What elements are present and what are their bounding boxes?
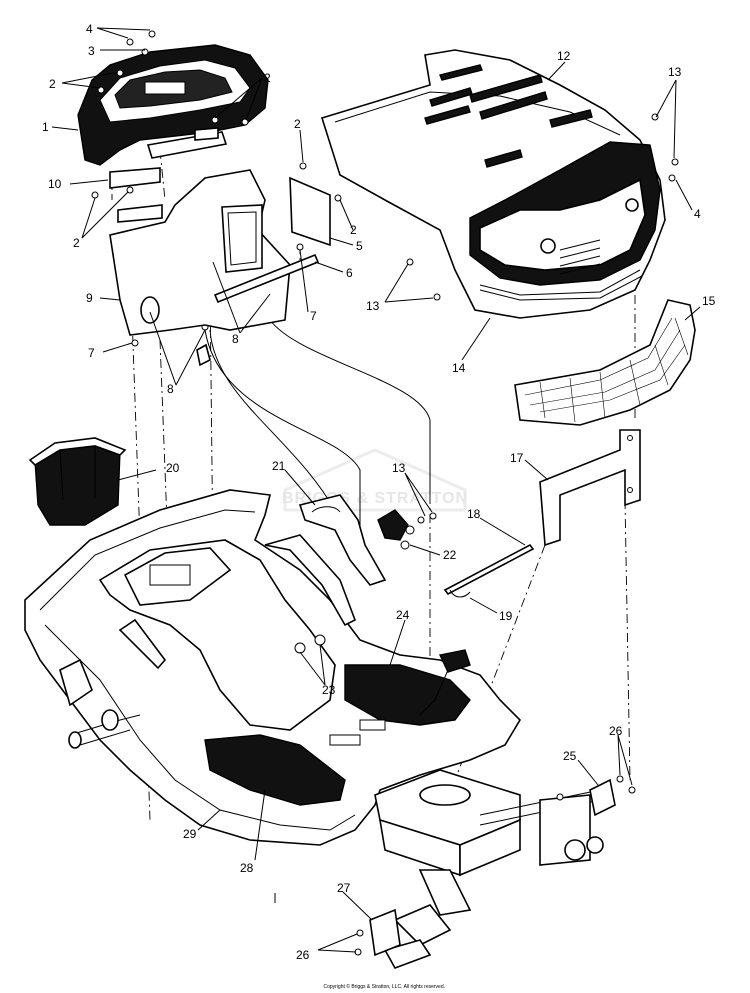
storage-tray: [28, 437, 127, 526]
screws-hood: [406, 113, 679, 301]
support-rod: [196, 253, 320, 367]
callout-8: 8: [232, 332, 239, 346]
callout-19: 19: [499, 609, 513, 623]
front-bracket: [539, 429, 641, 547]
callout-24: 24: [396, 608, 410, 622]
chassis: [68, 709, 604, 969]
callout-14: 14: [452, 361, 466, 375]
dash-panel-cover: [77, 44, 269, 166]
dash-plate: [289, 176, 331, 247]
callout-15: 15: [702, 294, 716, 308]
leader-lines: [51, 27, 701, 953]
copyright-notice: Copyright © Briggs & Stratton, LLC. All …: [323, 983, 445, 990]
callout-2: 2: [264, 71, 271, 85]
callout-9: 9: [86, 291, 93, 305]
callout-13: 13: [668, 65, 682, 79]
callout-1: 1: [42, 120, 49, 134]
hood: [320, 49, 666, 319]
callout-7: 7: [310, 309, 317, 323]
callout-3: 3: [88, 44, 95, 58]
watermark: BRIGGS & STRATTON: [282, 448, 467, 512]
callout-5: 5: [356, 239, 363, 253]
callout-13: 13: [366, 299, 380, 313]
lever-bracket: [377, 509, 437, 550]
callout-26: 26: [296, 948, 310, 962]
callout-6: 6: [346, 266, 353, 280]
callout-26: 26: [609, 724, 623, 738]
callout-29: 29: [183, 827, 197, 841]
rods: [443, 543, 535, 598]
dash-support-panel: [109, 169, 291, 336]
front-axle-brackets: [354, 775, 636, 957]
callout-labels: 4 3 2 2 1 10 2 2 2 5 6 7 9 8 7 8 12 13 4…: [42, 22, 716, 962]
callout-23: 23: [322, 683, 336, 697]
callout-4: 4: [694, 207, 701, 221]
callout-27: 27: [337, 881, 351, 895]
callout-28: 28: [240, 861, 254, 875]
callout-17: 17: [510, 451, 524, 465]
callout-22: 22: [443, 548, 457, 562]
dash-brackets: [109, 127, 228, 223]
callout-7: 7: [88, 346, 95, 360]
callout-2: 2: [294, 117, 301, 131]
callout-25: 25: [563, 749, 577, 763]
callout-18: 18: [467, 507, 481, 521]
callout-10: 10: [48, 177, 62, 191]
callout-21: 21: [272, 459, 286, 473]
shift-plate: [298, 494, 387, 586]
callout-12: 12: [557, 49, 571, 63]
callout-20: 20: [166, 461, 180, 475]
callout-2: 2: [350, 223, 357, 237]
callout-4: 4: [86, 22, 93, 36]
grille-screen: [514, 299, 696, 426]
callout-2: 2: [73, 236, 80, 250]
fender-body: [24, 489, 522, 846]
callout-2: 2: [49, 77, 56, 91]
callout-8: 8: [167, 382, 174, 396]
callout-13: 13: [392, 461, 406, 475]
